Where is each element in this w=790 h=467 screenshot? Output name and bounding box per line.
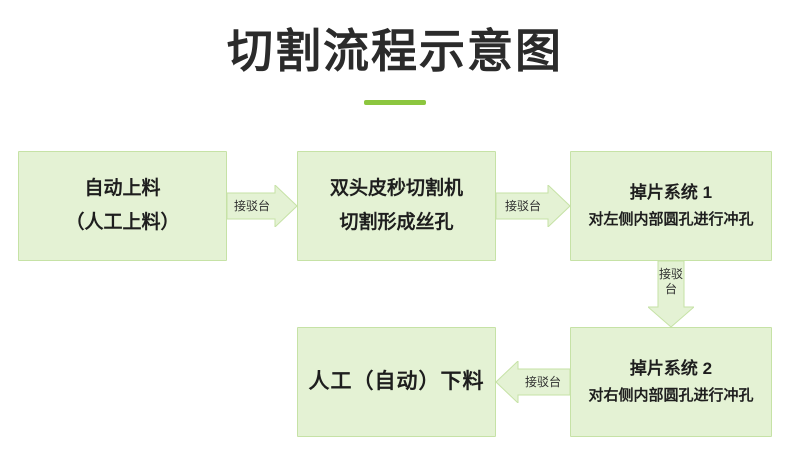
connector-3: 接驳台 [648,261,694,327]
node-line: 切割形成丝孔 [339,212,454,233]
node-subtitle: 对左侧内部圆孔进行冲孔 [588,211,754,228]
connector-label: 接驳台 [658,267,683,296]
node-title: 掉片系统 1 [629,183,713,202]
node-subtitle: 对右侧内部圆孔进行冲孔 [588,387,754,404]
node-line: （人工上料） [65,212,180,233]
node-line: 双头皮秒切割机 [329,178,463,199]
connector-2: 接驳台 [496,185,570,227]
connector-label: 接驳台 [233,199,270,213]
process-node-drop-system-1[interactable]: 掉片系统 1 对左侧内部圆孔进行冲孔 [570,151,772,261]
process-node-picosecond-cutter[interactable]: 双头皮秒切割机 切割形成丝孔 [297,151,496,261]
connector-label: 接驳台 [524,375,561,389]
arrow-right-icon [496,185,570,227]
process-node-unloading[interactable]: 人工（自动）下料 [297,327,496,437]
arrow-left-icon [496,361,570,403]
node-line: 人工（自动）下料 [308,370,485,393]
process-node-auto-loading[interactable]: 自动上料 （人工上料） [18,151,227,261]
arrow-right-icon [227,185,297,227]
arrow-down-icon [648,261,694,327]
node-title: 掉片系统 2 [629,359,713,378]
page-title: 切割流程示意图 [227,25,563,77]
node-line: 自动上料 [84,178,161,199]
process-node-drop-system-2[interactable]: 掉片系统 2 对右侧内部圆孔进行冲孔 [570,327,772,437]
connector-label: 接驳台 [504,199,541,213]
connector-4: 接驳台 [496,361,570,403]
title-underline [364,100,426,105]
connector-1: 接驳台 [227,185,297,227]
